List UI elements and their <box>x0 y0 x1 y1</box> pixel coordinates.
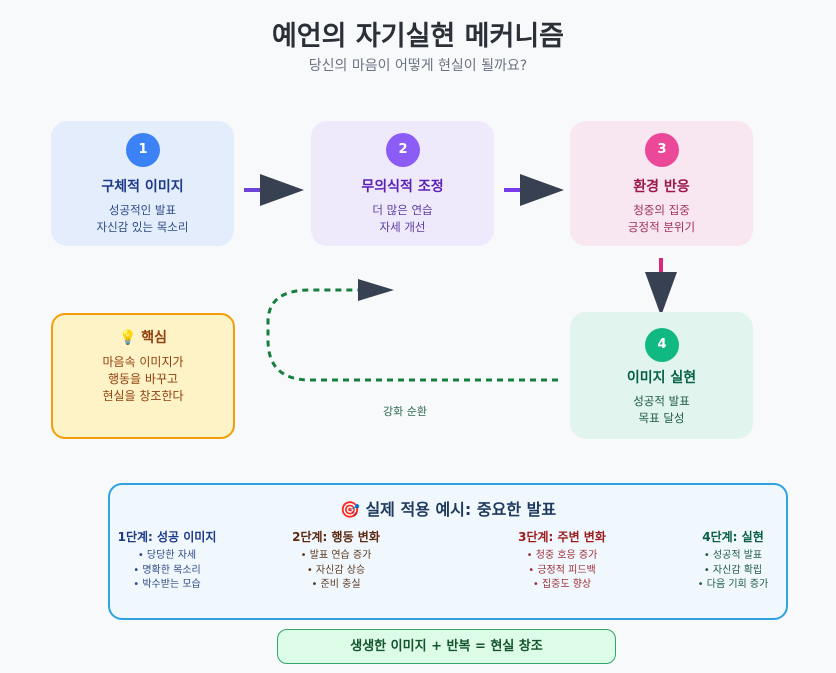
stage-1-item: • 당당한 자세 <box>137 550 197 561</box>
stage-3-item: • 긍정적 피드백 <box>528 564 596 576</box>
stage-3-item: • 집중도 향상 <box>532 579 592 590</box>
arrow-1-to-2-head <box>260 174 304 206</box>
step-4-number: 4 <box>645 328 679 362</box>
formula-badge: 생생한 이미지 + 반복 = 현실 창조 <box>277 629 616 664</box>
step-1-line-1: 성공적인 발표 <box>108 203 177 217</box>
step-3-title: 환경 반응 <box>633 179 690 195</box>
page-title: 예언의 자기실현 메커니즘 <box>271 21 565 52</box>
stage-1-item: • 박수받는 모습 <box>133 579 201 590</box>
example-stage-3: 3단계: 주변 변화 • 청중 호응 증가 • 긍정적 피드백 • 집중도 향상 <box>506 528 618 593</box>
core-box: 💡 핵심 마음속 이미지가 행동을 바꾸고 현실을 창조한다 <box>51 313 235 439</box>
page-subtitle: 당신의 마음이 어떻게 현실이 될까요? <box>308 58 528 74</box>
step-4-line-1: 성공적 발표 <box>633 394 690 408</box>
core-line-1: 마음속 이미지가 <box>102 355 184 369</box>
example-stage-4: 4단계: 실현 • 성공적 발표 • 자신감 확립 • 다음 기회 증가 <box>682 528 784 593</box>
stage-4-item: • 자신감 확립 <box>703 564 763 576</box>
stage-2-item: • 자신감 상승 <box>306 564 366 576</box>
loop-arrow <box>266 288 558 382</box>
step-4-box: 4 이미지 실현 성공적 발표 목표 달성 <box>570 312 753 439</box>
stage-4-item: • 성공적 발표 <box>703 550 763 561</box>
stage-1-item: • 명확한 목소리 <box>133 564 201 576</box>
step-1-number: 1 <box>126 133 160 167</box>
example-title: 🎯 실제 적용 예시: 중요한 발표 <box>339 500 557 519</box>
step-2-number: 2 <box>386 133 420 167</box>
stage-1-heading: 1단계: 성공 이미지 <box>117 530 217 544</box>
step-2-line-1: 더 많은 연습 <box>372 203 433 217</box>
step-2-box: 2 무의식적 조정 더 많은 연습 자세 개선 <box>311 121 494 246</box>
step-2-line-2: 자세 개선 <box>379 220 426 234</box>
stage-3-heading: 3단계: 주변 변화 <box>518 530 606 544</box>
stage-2-item: • 발표 연습 증가 <box>300 550 372 561</box>
arrow-2-to-3-head <box>520 174 564 206</box>
loop-label: 강화 순환 <box>383 405 427 418</box>
example-box: 🎯 실제 적용 예시: 중요한 발표 1단계: 성공 이미지 • 당당한 자세 … <box>108 483 788 620</box>
step-1-box: 1 구체적 이미지 성공적인 발표 자신감 있는 목소리 <box>51 121 234 246</box>
step-3-box: 3 환경 반응 청중의 집중 긍정적 분위기 <box>570 121 753 246</box>
loop-arrow-head <box>358 279 394 301</box>
stage-2-heading: 2단계: 행동 변화 <box>292 530 380 544</box>
core-title: 💡 핵심 <box>118 330 168 346</box>
stage-3-item: • 청중 호응 증가 <box>526 550 598 561</box>
stage-2-item: • 준비 충실 <box>311 579 361 590</box>
example-stage-2: 2단계: 행동 변화 • 발표 연습 증가 • 자신감 상승 • 준비 충실 <box>280 528 392 593</box>
core-line-3: 현실을 창조한다 <box>102 389 184 403</box>
step-4-line-2: 목표 달성 <box>638 411 685 425</box>
step-1-line-2: 자신감 있는 목소리 <box>96 220 189 234</box>
step-3-number: 3 <box>645 133 679 167</box>
arrow-3-to-4-head <box>645 272 677 316</box>
core-line-2: 행동을 바꾸고 <box>107 372 179 386</box>
step-3-line-1: 청중의 집중 <box>633 203 690 217</box>
stage-4-heading: 4단계: 실현 <box>702 530 764 544</box>
step-1-title: 구체적 이미지 <box>101 179 184 195</box>
stage-4-item: • 다음 기회 증가 <box>697 579 769 590</box>
step-2-title: 무의식적 조정 <box>361 179 444 195</box>
example-stage-1: 1단계: 성공 이미지 • 당당한 자세 • 명확한 목소리 • 박수받는 모습 <box>111 528 223 593</box>
step-4-title: 이미지 실현 <box>626 370 697 386</box>
step-3-line-2: 긍정적 분위기 <box>627 220 696 234</box>
